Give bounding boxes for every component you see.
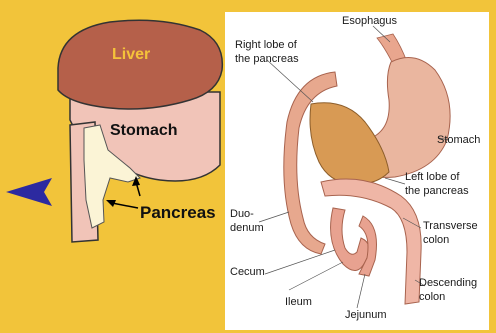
duodenum-label-1: Duo-	[230, 208, 254, 220]
pancreas-label: Pancreas	[140, 203, 216, 223]
transverse-colon-label-2: colon	[423, 234, 449, 246]
cecum-label: Cecum	[230, 266, 265, 278]
blue-arrow-icon	[6, 178, 52, 206]
duodenum-label-2: denum	[230, 222, 264, 234]
transverse-colon-label-1: Transverse	[423, 220, 478, 232]
anatomy-panel: Esophagus Right lobe of the pancreas Sto…	[225, 12, 489, 330]
descending-colon-label-1: Descending	[419, 277, 477, 289]
jejunum-label: Jejunum	[345, 309, 387, 321]
right-lobe-label-1: Right lobe of	[235, 39, 297, 51]
stomach-label-right: Stomach	[437, 134, 480, 146]
ileum-label: Ileum	[285, 296, 312, 308]
liver-label: Liver	[112, 46, 150, 64]
left-lobe-label-2: the pancreas	[405, 185, 469, 197]
right-lobe-label-2: the pancreas	[235, 53, 299, 65]
stomach-label: Stomach	[110, 122, 178, 140]
liver-shape	[58, 20, 222, 109]
esophagus-label: Esophagus	[342, 15, 397, 27]
descending-colon-label-2: colon	[419, 291, 445, 303]
pancreas-illustration	[310, 103, 389, 184]
left-lobe-label-1: Left lobe of	[405, 171, 459, 183]
